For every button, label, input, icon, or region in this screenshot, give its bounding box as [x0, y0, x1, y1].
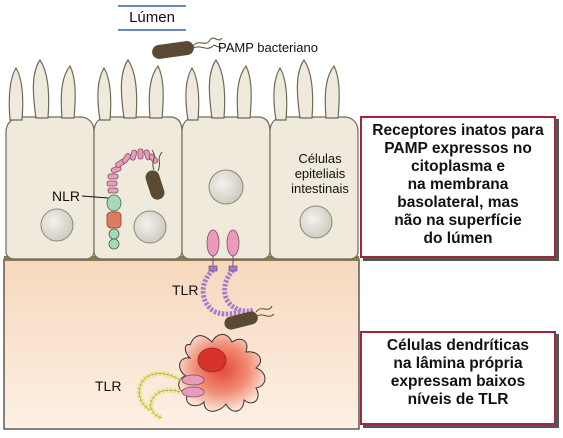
callout-line: não na superfície	[394, 212, 522, 229]
callout-line: do lúmen	[423, 230, 493, 247]
cells-label: Células epiteliais intestinais	[284, 151, 356, 196]
callout-line: PAMP expressos no	[384, 140, 532, 157]
callout-line: Receptores inatos para	[372, 122, 544, 139]
nlr-receptor	[81, 148, 159, 250]
tlr-lower-label: TLR	[95, 378, 122, 394]
tlr-basolateral-receptor	[200, 229, 255, 317]
callout-line: Células dendríticas	[386, 337, 530, 354]
callout-line: citoplasma e	[411, 158, 505, 175]
callout-line: basolateral, mas	[397, 194, 519, 211]
cells-label-line: epiteliais	[294, 166, 346, 181]
dendritic-cell	[136, 334, 266, 421]
callout-line: expressam baixos	[390, 373, 526, 390]
pamp-label: PAMP bacteriano	[218, 40, 318, 55]
cell-nuclei	[40, 169, 333, 244]
lumen-label: Lúmen	[118, 5, 186, 31]
cells-label-line: intestinais	[291, 181, 349, 196]
basement-membrane	[4, 256, 359, 261]
tlr-upper-label: TLR	[172, 282, 199, 298]
callout-innate-receptors: Receptores inatos para PAMP expressos no…	[360, 116, 556, 258]
bacterium-intracellular-icon	[145, 149, 165, 200]
bacterium-lumen-icon	[152, 37, 223, 59]
callout-dendritic-cells: Células dendríticas na lâmina própria ex…	[360, 331, 556, 425]
bacterium-lamina-icon	[224, 305, 275, 330]
nlr-label: NLR	[52, 188, 81, 204]
lamina-propria	[3, 258, 360, 430]
callout-line: na membrana	[407, 176, 509, 193]
callout-line: níveis de TLR	[407, 391, 509, 408]
callout-line: na lâmina própria	[393, 355, 523, 372]
cells-label-line: Células	[298, 151, 342, 166]
